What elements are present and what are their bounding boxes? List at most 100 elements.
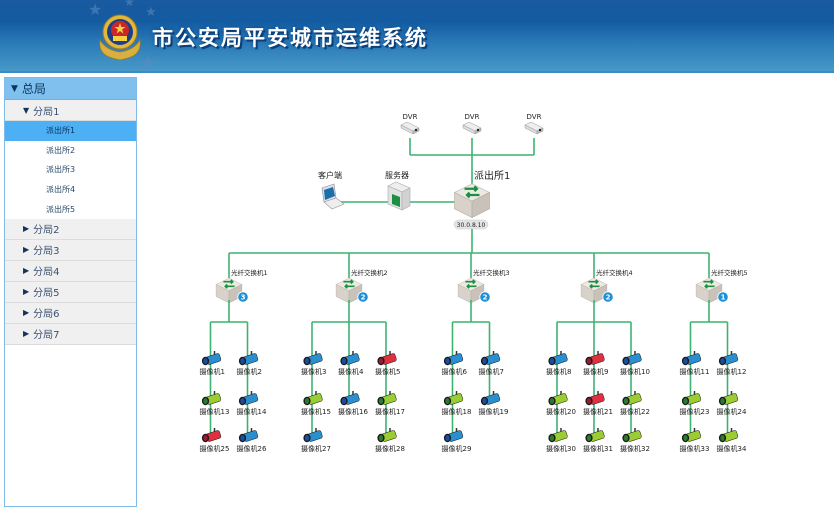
camera-lens: [203, 358, 208, 364]
camera-offline-icon[interactable]: [585, 428, 605, 443]
dvr-device-icon[interactable]: [524, 121, 544, 135]
camera-lens: [623, 435, 629, 441]
switch-arrows-icon: [343, 279, 355, 289]
camera-normal-icon[interactable]: [622, 351, 642, 366]
alarm-count-badge[interactable]: [717, 291, 729, 303]
star-decoration-icon: ★: [124, 0, 135, 9]
camera-label: 摄像机22: [620, 407, 650, 416]
alarm-count-badge[interactable]: [602, 291, 614, 303]
collapsed-triangle-icon: ▶: [23, 224, 30, 234]
camera-lens: [586, 358, 592, 364]
alarm-count-badge[interactable]: [237, 291, 249, 303]
tree-group-item[interactable]: ▶分局5: [5, 281, 136, 303]
camera-label: 摄像机6: [442, 367, 468, 376]
tree-group-item[interactable]: ▶分局2: [5, 218, 136, 240]
camera-lens: [240, 435, 245, 441]
camera-offline-icon[interactable]: [377, 428, 397, 443]
dvr-device-icon[interactable]: [462, 121, 482, 135]
camera-normal-icon[interactable]: [238, 391, 259, 406]
camera-normal-icon[interactable]: [443, 351, 464, 366]
tree-station-item[interactable]: 派出所3: [46, 165, 76, 175]
ip-address-pill: [453, 219, 489, 230]
ip-address-label: 30.0.8.10: [457, 222, 486, 229]
tree-station-item[interactable]: 派出所1: [5, 121, 136, 141]
fiber-switch-label: 光纤交换机4: [596, 268, 633, 277]
camera-offline-icon[interactable]: [681, 391, 702, 406]
fiber-switch-icon[interactable]: [695, 277, 723, 304]
camera-normal-icon[interactable]: [480, 391, 501, 406]
camera-normal-icon[interactable]: [303, 428, 323, 443]
camera-label: 摄像机4: [338, 367, 364, 376]
camera-offline-icon[interactable]: [548, 391, 568, 406]
camera-normal-icon[interactable]: [480, 351, 501, 366]
collapsed-triangle-icon: ▶: [23, 287, 30, 297]
collapsed-triangle-icon: ▶: [23, 245, 30, 255]
camera-normal-icon[interactable]: [238, 428, 259, 443]
camera-fault-icon[interactable]: [585, 391, 605, 406]
camera-lens: [304, 358, 310, 364]
camera-lens: [683, 435, 688, 441]
tree-group-item[interactable]: ▼分局1: [5, 100, 136, 121]
switch-arrows-icon: [703, 279, 715, 289]
camera-lens: [549, 358, 555, 364]
tree-station-item[interactable]: 派出所5: [46, 204, 76, 214]
collapsed-triangle-icon: ▶: [23, 329, 30, 339]
tree-group-label: 分局5: [33, 288, 60, 300]
tree-root-item[interactable]: ▼ 总局: [5, 78, 136, 100]
camera-label: 摄像机12: [717, 367, 747, 376]
camera-label: 摄像机23: [680, 407, 710, 416]
camera-lens: [683, 358, 688, 364]
camera-offline-icon[interactable]: [443, 391, 464, 406]
camera-lens: [623, 398, 629, 404]
dvr-device-icon[interactable]: [400, 121, 420, 135]
camera-lens: [482, 358, 487, 364]
tree-station-item[interactable]: 派出所4: [46, 185, 76, 195]
camera-offline-icon[interactable]: [718, 428, 739, 443]
camera-fault-icon[interactable]: [201, 428, 222, 443]
dvr-port: [476, 128, 480, 132]
camera-label: 摄像机1: [200, 367, 225, 376]
app-title: 市公安局平安城市运维系统: [152, 26, 428, 50]
camera-label: 摄像机11: [680, 367, 710, 376]
tree-group-item[interactable]: ▶分局6: [5, 302, 136, 324]
camera-normal-icon[interactable]: [548, 351, 568, 366]
camera-offline-icon[interactable]: [681, 428, 702, 443]
camera-offline-icon[interactable]: [201, 391, 222, 406]
camera-offline-icon[interactable]: [718, 391, 739, 406]
camera-normal-icon[interactable]: [340, 351, 360, 366]
switch-right: [471, 191, 490, 219]
camera-normal-icon[interactable]: [443, 428, 464, 443]
camera-offline-icon[interactable]: [377, 391, 397, 406]
station-switch-icon[interactable]: [453, 183, 491, 219]
fiber-switch-icon[interactable]: [457, 277, 485, 304]
camera-normal-icon[interactable]: [238, 351, 259, 366]
app-header: ★ ★ ★ ★ 市公安局平安城市运维系统: [0, 0, 834, 73]
alarm-count-badge[interactable]: [357, 291, 369, 303]
camera-offline-icon[interactable]: [622, 428, 642, 443]
camera-normal-icon[interactable]: [340, 391, 360, 406]
camera-offline-icon[interactable]: [622, 391, 642, 406]
tree-station-item[interactable]: 派出所2: [46, 145, 76, 155]
tree-group-label: 分局6: [33, 309, 60, 321]
camera-lens: [304, 398, 310, 404]
camera-normal-icon[interactable]: [201, 351, 222, 366]
alarm-count-badge[interactable]: [479, 291, 491, 303]
camera-normal-icon[interactable]: [718, 351, 739, 366]
tree-group-item[interactable]: ▶分局3: [5, 239, 136, 261]
laptop-keyboard: [323, 197, 345, 210]
camera-normal-icon[interactable]: [681, 351, 702, 366]
alarm-count-text: 2: [483, 294, 488, 302]
camera-fault-icon[interactable]: [377, 351, 397, 366]
tree-group-item[interactable]: ▶分局4: [5, 260, 136, 282]
camera-fault-icon[interactable]: [585, 351, 605, 366]
camera-normal-icon[interactable]: [303, 351, 323, 366]
camera-offline-icon[interactable]: [548, 428, 568, 443]
camera-label: 摄像机26: [237, 444, 267, 453]
server-icon[interactable]: [387, 181, 411, 211]
camera-offline-icon[interactable]: [303, 391, 323, 406]
laptop-client-icon[interactable]: [321, 183, 345, 210]
tree-group-item[interactable]: ▶分局7: [5, 323, 136, 345]
fiber-switch-label: 光纤交换机2: [351, 268, 388, 277]
